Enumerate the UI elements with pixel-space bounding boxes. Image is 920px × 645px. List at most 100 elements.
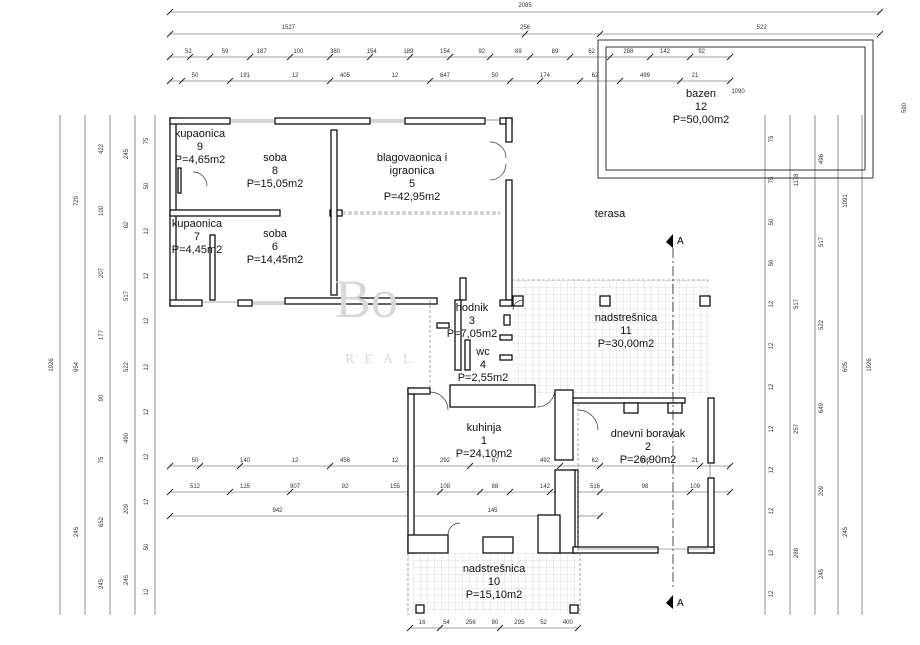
dimension-value: 12 xyxy=(291,458,299,464)
dimension-value: 1091 xyxy=(843,194,849,208)
dimension-value: 492 xyxy=(539,458,551,464)
walls xyxy=(169,117,715,614)
dimension-tick xyxy=(536,77,544,85)
dimension-tick xyxy=(166,8,174,16)
dimension-value: 12 xyxy=(144,498,150,506)
room-name: soba xyxy=(263,228,287,240)
dimension-tick xyxy=(506,488,514,496)
dimension-value: 12 xyxy=(144,408,150,416)
windows xyxy=(202,119,711,550)
dimension-value: 405 xyxy=(339,73,351,79)
dimension-value: 496 xyxy=(819,154,825,165)
dimension-value: 92 xyxy=(341,484,349,490)
dimension-tick xyxy=(326,53,334,61)
dimension-value: 50 xyxy=(191,458,199,464)
dimension-value: 62 xyxy=(124,221,130,228)
room-name: nadstrešnica xyxy=(462,563,526,575)
dimension-value: 88 xyxy=(491,484,499,490)
room-num: 5 xyxy=(408,178,416,190)
dimension-tick xyxy=(166,512,174,520)
dimension-value: 50 xyxy=(144,543,150,551)
section-label-bottom: A xyxy=(677,598,684,609)
dimension-value: 75 xyxy=(99,456,105,464)
dimension-value: 187 xyxy=(256,49,267,55)
dimension-tick xyxy=(686,488,694,496)
dimension-value: 517 xyxy=(819,237,825,248)
dimension-value: 92 xyxy=(698,49,705,55)
room-name: wc xyxy=(476,346,490,358)
dimension-tick xyxy=(166,77,174,85)
dimension-value: 288 xyxy=(623,49,634,55)
dimension-tick xyxy=(436,624,444,632)
dimension-value: 189 xyxy=(403,49,414,55)
dimension-value: 245 xyxy=(819,568,825,579)
room-num: 2 xyxy=(644,441,652,453)
terrace-label: terasa xyxy=(594,208,626,220)
dimension-value: 245 xyxy=(124,148,130,159)
dimension-lines-vertical xyxy=(59,115,863,615)
room-area: P=15,10m2 xyxy=(465,589,523,601)
dimension-value: 191 xyxy=(239,73,251,79)
dimension-tick xyxy=(726,462,734,470)
dimension-value: 256 xyxy=(465,620,476,626)
dimension-value: 522 xyxy=(124,361,130,372)
dimension-tick xyxy=(426,77,434,85)
room-num: 7 xyxy=(193,231,201,243)
dimension-tick xyxy=(876,8,884,16)
dimension-tick xyxy=(506,77,514,85)
section-arrow-bottom xyxy=(666,595,673,609)
dimension-value: 75 xyxy=(769,176,775,184)
dimension-value: 89 xyxy=(514,49,522,55)
dimension-tick xyxy=(166,488,174,496)
dimension-value: 75 xyxy=(144,137,150,144)
dimension-value: 142 xyxy=(539,484,551,490)
dimension-value: 954 xyxy=(74,361,80,372)
dimension-value: 59 xyxy=(221,49,229,55)
dimension-tick xyxy=(566,53,574,61)
dimension-value: 490 xyxy=(124,432,130,443)
dimension-value: 422 xyxy=(99,144,105,155)
dimension-value: 142 xyxy=(659,49,671,55)
dimension-value: 256 xyxy=(519,25,531,31)
dimension-value: 75 xyxy=(769,135,775,143)
dimension-value: 1090 xyxy=(731,89,745,95)
dimension-value: 177 xyxy=(99,330,105,341)
dimension-value: 245 xyxy=(74,527,80,538)
dimension-tick xyxy=(326,77,334,85)
dimension-tick xyxy=(526,53,534,61)
dimension-tick xyxy=(196,462,204,470)
dimension-tick xyxy=(726,488,734,496)
room-area: P=7,05m2 xyxy=(446,328,498,340)
dashed-outlines xyxy=(407,279,709,615)
dimension-tick xyxy=(166,462,174,470)
dimension-value: 67 xyxy=(491,458,499,464)
dimension-value: 12 xyxy=(769,425,775,432)
dimension-value: 522 xyxy=(819,320,825,331)
dimension-value: 140 xyxy=(239,458,251,464)
dimension-value: 21 xyxy=(691,458,699,464)
dimension-tick xyxy=(616,77,624,85)
dimension-tick xyxy=(166,30,174,38)
dimension-tick xyxy=(596,488,604,496)
room-area: P=2,55m2 xyxy=(457,372,509,384)
dimension-value: 154 xyxy=(366,49,377,55)
room-area: P=42,95m2 xyxy=(383,191,441,203)
dimension-tick xyxy=(186,53,194,61)
dimension-value: 62 xyxy=(591,458,599,464)
dimension-value: 12 xyxy=(769,466,775,474)
dimension-tick xyxy=(226,488,234,496)
dimension-value: 145 xyxy=(487,508,498,514)
room-num: 10 xyxy=(487,576,501,588)
dimension-tick xyxy=(574,624,582,632)
dimension-value: 50 xyxy=(769,259,775,267)
room-num: 12 xyxy=(694,101,708,113)
dimension-tick xyxy=(546,488,554,496)
dimension-tick xyxy=(556,462,564,470)
dimension-tick xyxy=(596,512,604,520)
dimension-value: 1178 xyxy=(794,173,800,187)
